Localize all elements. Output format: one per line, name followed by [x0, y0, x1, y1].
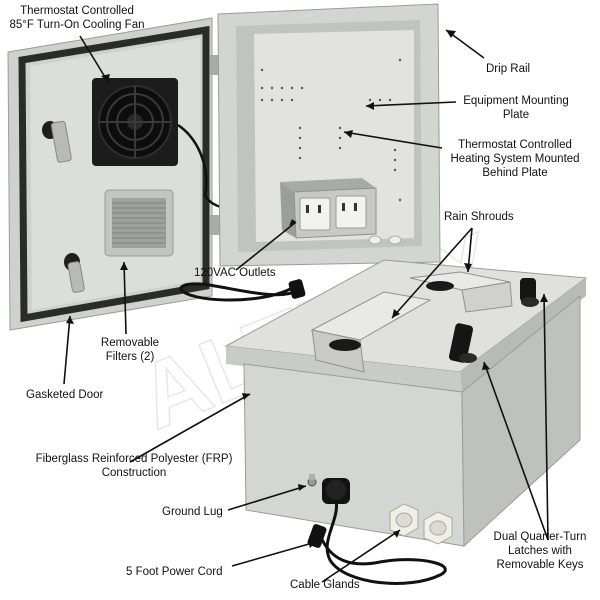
label-line: Thermostat Controlled: [20, 5, 134, 17]
filter-vent: [104, 189, 174, 257]
label-cable-glands: Cable Glands: [290, 579, 360, 591]
label-line: 85°F Turn-On Cooling Fan: [9, 19, 145, 31]
label-line: Removable Keys: [496, 559, 584, 571]
label-line: Filters (2): [105, 351, 155, 363]
cooling-fan: [92, 78, 178, 166]
label-latches: Dual Quarter-Turn Latches with Removable…: [482, 530, 598, 572]
label-line: Plate: [502, 109, 530, 121]
upper-power-cord: [179, 279, 302, 302]
label-power-cord: 5 Foot Power Cord: [126, 566, 223, 578]
label-mounting-plate: Equipment Mounting Plate: [456, 94, 576, 122]
cable-gland-1: [389, 503, 419, 537]
rain-shroud-back: [409, 271, 513, 313]
door-gasket: [18, 25, 210, 323]
rain-shroud-front: [310, 291, 432, 373]
label-outlets: 120VAC Outlets: [194, 267, 276, 279]
label-frp: Fiberglass Reinforced Polyester (FRP) Co…: [24, 452, 244, 480]
latch-key-back: [520, 278, 539, 307]
label-heating-system: Thermostat Controlled Heating System Mou…: [440, 138, 590, 180]
enclosure-body-open: [217, 3, 441, 267]
label-cooling-fan: Thermostat Controlled 85°F Turn-On Cooli…: [2, 4, 152, 32]
door-latch-top: [42, 120, 72, 163]
label-filters: Removable Filters (2): [90, 336, 170, 364]
label-line: Construction: [101, 467, 167, 479]
label-gasketed-door: Gasketed Door: [26, 389, 104, 401]
label-drip-rail: Drip Rail: [486, 63, 531, 75]
label-rain-shrouds: Rain Shrouds: [444, 211, 514, 223]
cable-gland-2: [423, 511, 453, 545]
outlet-left: [299, 197, 331, 231]
enclosure-closed: [224, 259, 588, 548]
mounting-holes: [260, 58, 402, 202]
label-line: Equipment Mounting: [463, 95, 569, 107]
label-line: Behind Plate: [482, 167, 548, 179]
label-ground-lug: Ground Lug: [162, 506, 223, 518]
ground-lug: [307, 474, 317, 487]
power-cord-gland: [322, 478, 350, 504]
door-latch-bottom: [64, 253, 85, 293]
label-line: Fiberglass Reinforced Polyester (FRP): [35, 453, 233, 465]
bottom-power-cord: [318, 499, 447, 585]
outlet-right: [335, 195, 367, 229]
label-line: Thermostat Controlled: [458, 139, 572, 151]
leader-arrowheads: [66, 30, 548, 548]
label-line: Removable: [100, 337, 160, 349]
label-line: Dual Quarter-Turn: [493, 531, 587, 543]
label-line: Latches with: [508, 545, 572, 557]
enclosure-door: [7, 17, 291, 331]
outlet-box: [280, 178, 377, 239]
label-line: Heating System Mounted: [450, 153, 580, 165]
latch-key-front: [448, 323, 477, 363]
hinge-top: [210, 55, 220, 75]
hinge-bottom: [210, 215, 220, 235]
